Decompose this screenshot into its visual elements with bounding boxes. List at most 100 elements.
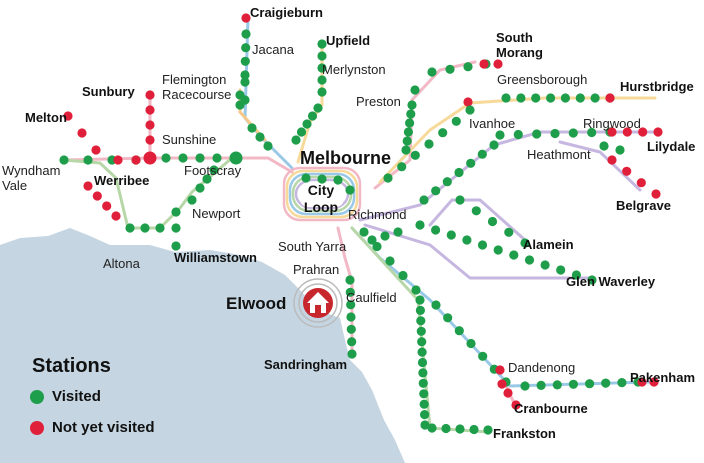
- visited-station-dot: [418, 378, 428, 388]
- station-label-footscray: Footscray: [184, 163, 242, 178]
- visited-station-dot: [301, 173, 311, 183]
- visited-station-dot: [307, 111, 318, 121]
- visited-station-dot: [477, 240, 488, 250]
- visited-station-dot: [420, 420, 430, 430]
- visited-station-dot: [550, 128, 560, 139]
- visited-station-dot: [187, 195, 197, 205]
- visited-station-dot: [536, 380, 546, 390]
- visited-station-dot: [471, 206, 481, 216]
- visited-station-dot: [571, 270, 582, 280]
- visited-station-dot: [451, 116, 461, 126]
- visited-station-dot: [520, 381, 530, 391]
- station-label-cranbourne: Cranbourne: [514, 401, 588, 416]
- visited-station-dot: [495, 130, 505, 140]
- visited-station-dot: [83, 155, 93, 165]
- visited-station-dot: [560, 93, 571, 103]
- station-label-caulfield: Caulfield: [346, 290, 397, 305]
- visited-station-dot: [359, 227, 369, 237]
- not-visited-station-dot: [607, 155, 617, 165]
- visited-station-dot: [345, 185, 355, 195]
- visited-station-dot: [532, 129, 542, 139]
- legend-not-visited: Not yet visited: [30, 419, 155, 436]
- not-visited-station-dot: [145, 120, 155, 130]
- visited-station-dot: [540, 260, 550, 270]
- visited-station-dot: [478, 351, 488, 361]
- city-loop-core: [300, 183, 344, 207]
- station-label-sandringham: Sandringham: [264, 357, 348, 372]
- visited-station-dot: [587, 275, 597, 285]
- not-visited-station-dot: [463, 97, 473, 107]
- visited-station-dot: [466, 338, 476, 349]
- visited-station-dot: [317, 87, 327, 97]
- station-label-williamstown: Williamstown: [174, 250, 257, 265]
- visited-station-dot: [575, 93, 585, 103]
- visited-station-dot: [59, 155, 69, 165]
- station-label-ringwood: Ringwood: [583, 116, 641, 131]
- bay-water: [0, 228, 405, 463]
- visited-station-dot: [255, 132, 265, 142]
- station-label-newport: Newport: [192, 206, 241, 221]
- not-visited-station-dot: [493, 59, 503, 69]
- not-visited-station-dot: [92, 191, 102, 201]
- visited-station-dot: [241, 29, 251, 39]
- rail-line: [428, 198, 527, 242]
- visited-station-dot: [247, 123, 257, 133]
- rail-line: [296, 42, 324, 164]
- visited-station-dot: [568, 128, 578, 138]
- not-visited-station-dot: [241, 13, 251, 23]
- not-visited-station-dot: [102, 201, 112, 211]
- city-loop-text: City Loop: [303, 182, 339, 215]
- visited-station-dot: [263, 141, 273, 151]
- visited-station-dot: [445, 64, 455, 74]
- visited-station-dot: [241, 43, 251, 53]
- visited-station-dot: [489, 140, 499, 150]
- visited-station-dot: [590, 93, 600, 103]
- visited-station-dot: [615, 145, 625, 155]
- visited-station-dot: [346, 324, 356, 334]
- visited-station-dot: [462, 235, 472, 245]
- visited-station-dot: [240, 77, 250, 87]
- visited-station-dot: [504, 227, 514, 237]
- visited-station-dot: [401, 145, 411, 155]
- visited-station-dot: [410, 85, 420, 95]
- not-visited-station-dot: [145, 90, 155, 100]
- visited-station-dot: [202, 174, 212, 184]
- visited-station-dot: [125, 223, 135, 233]
- visited-station-dot: [513, 129, 523, 140]
- legend-not-visited-label: Not yet visited: [52, 419, 155, 436]
- rail-line: [558, 140, 642, 192]
- visited-station-dot: [402, 136, 412, 146]
- visited-station-dot: [568, 379, 579, 389]
- visited-station-dot: [431, 225, 441, 235]
- visited-station-dot: [531, 93, 541, 103]
- not-visited-station-dot: [622, 166, 632, 176]
- station-label-frankston: Frankston: [493, 426, 556, 441]
- visited-station-dot: [427, 67, 437, 77]
- visited-station-dot: [601, 378, 611, 388]
- visited-station-dot: [171, 207, 181, 217]
- visited-station-dot: [345, 287, 355, 297]
- station-dots: [59, 13, 663, 435]
- not-visited-station-dot: [111, 211, 121, 221]
- visited-station-dot: [585, 379, 595, 389]
- station-label-south-yarra: South Yarra: [278, 239, 347, 254]
- station-label-hurstbridge: Hurstbridge: [620, 79, 694, 94]
- station-label-flemington: Flemington Racecourse: [162, 72, 232, 102]
- visited-station-dot: [419, 389, 429, 399]
- visited-station-dot: [416, 316, 426, 326]
- visited-station-dot: [599, 141, 609, 151]
- station-label-greensborough: Greensborough: [497, 72, 588, 87]
- visited-station-dot: [235, 90, 245, 100]
- not-visited-station-dot: [63, 111, 73, 121]
- visited-station-dot: [455, 195, 465, 205]
- interchange-station-dot: [229, 151, 243, 165]
- rail-line: [378, 96, 657, 184]
- not-visited-station-dot: [636, 178, 646, 188]
- station-label-prahran: Prahran: [293, 262, 340, 277]
- station-label-altona: Altona: [103, 256, 140, 271]
- visited-station-dot: [212, 153, 222, 163]
- visited-station-dot: [195, 183, 205, 193]
- station-label-pakenham: Pakenham: [630, 370, 696, 385]
- city-name: Melbourne: [300, 148, 392, 168]
